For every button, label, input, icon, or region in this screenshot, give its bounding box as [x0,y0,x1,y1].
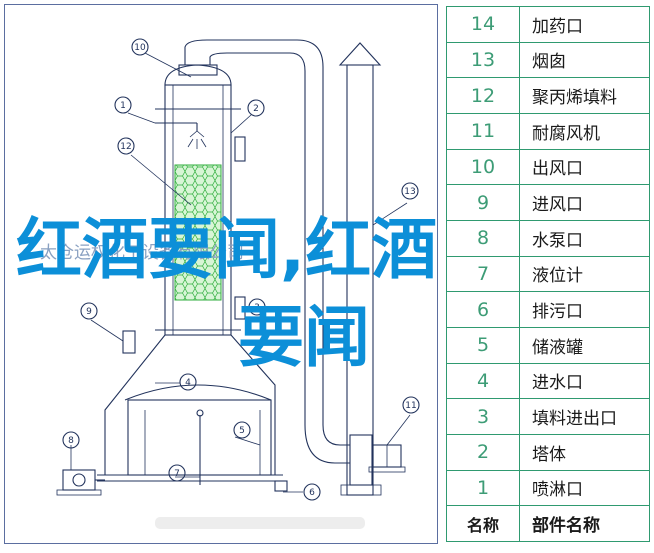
callout-6: 6 [303,483,321,501]
packing-section [174,164,222,301]
part-number: 9 [446,184,520,221]
svg-text:13: 13 [404,187,415,197]
part-number: 5 [446,326,520,364]
callout-8: 8 [62,431,80,449]
part-number: 10 [446,148,520,186]
storage-tank [97,334,283,485]
svg-text:6: 6 [309,488,315,498]
fan [368,444,406,473]
part-name: 聚丙烯填料 [519,77,650,114]
part-name: 进水口 [519,362,650,400]
svg-text:4: 4 [185,378,191,388]
exhaust-duct [178,39,350,464]
callout-11: 11 [402,396,420,414]
svg-text:5: 5 [239,426,245,436]
tower-diagram: 10 1 2 12 13 9 4 5 11 8 7 6 3 [56,38,420,529]
callout-4: 4 [179,373,197,391]
callout-1: 1 [114,96,132,114]
column-header-number: 名称 [446,505,520,542]
part-number: 2 [446,433,520,471]
part-number: 1 [446,469,520,507]
part-name: 喷淋口 [519,469,650,507]
svg-text:8: 8 [68,436,74,446]
part-name: 加药口 [519,6,650,43]
tower-body [155,64,241,336]
part-name: 液位计 [519,255,650,293]
part-name: 出风口 [519,148,650,186]
part-number: 6 [446,291,520,328]
part-number: 8 [446,219,520,257]
blurred-caption [155,517,365,529]
svg-text:3: 3 [254,303,260,313]
drain-port [274,480,288,492]
callout-3: 3 [248,298,266,316]
part-name: 排污口 [519,291,650,328]
part-name: 烟囱 [519,41,650,79]
svg-text:7: 7 [174,469,180,479]
svg-text:2: 2 [253,104,259,114]
part-name: 水泵口 [519,219,650,257]
part-name: 进风口 [519,184,650,221]
part-name: 塔体 [519,433,650,471]
part-number: 3 [446,398,520,435]
svg-text:10: 10 [134,43,146,53]
chimney [338,42,382,496]
callout-7: 7 [168,464,186,482]
part-name: 填料进出口 [519,398,650,435]
part-name: 储液罐 [519,326,650,364]
callout-13: 13 [401,182,419,200]
drawing-frame: 10 1 2 12 13 9 4 5 11 8 7 6 3 [4,4,438,544]
callout-10: 10 [131,38,149,56]
svg-text:11: 11 [405,401,416,411]
callout-5: 5 [233,421,251,439]
table-header-row: 名称部件名称 [446,505,650,542]
part-number: 12 [446,77,520,114]
spray-nozzle [155,122,207,149]
svg-text:1: 1 [120,101,126,111]
part-name: 耐腐风机 [519,112,650,150]
pump [56,469,105,496]
part-number: 7 [446,255,520,293]
part-number: 4 [446,362,520,400]
svg-text:9: 9 [86,307,92,317]
part-number: 14 [446,6,520,43]
air-inlet-port [122,330,136,354]
svg-text:12: 12 [120,142,131,152]
fill-port-upper [234,136,246,162]
column-header-name: 部件名称 [519,505,650,542]
part-number: 13 [446,41,520,79]
callout-12: 12 [117,137,135,155]
callout-2: 2 [247,99,265,117]
leader-lines [70,52,411,493]
part-number: 11 [446,112,520,150]
fill-port-lower [234,296,246,320]
callout-9: 9 [80,302,98,320]
